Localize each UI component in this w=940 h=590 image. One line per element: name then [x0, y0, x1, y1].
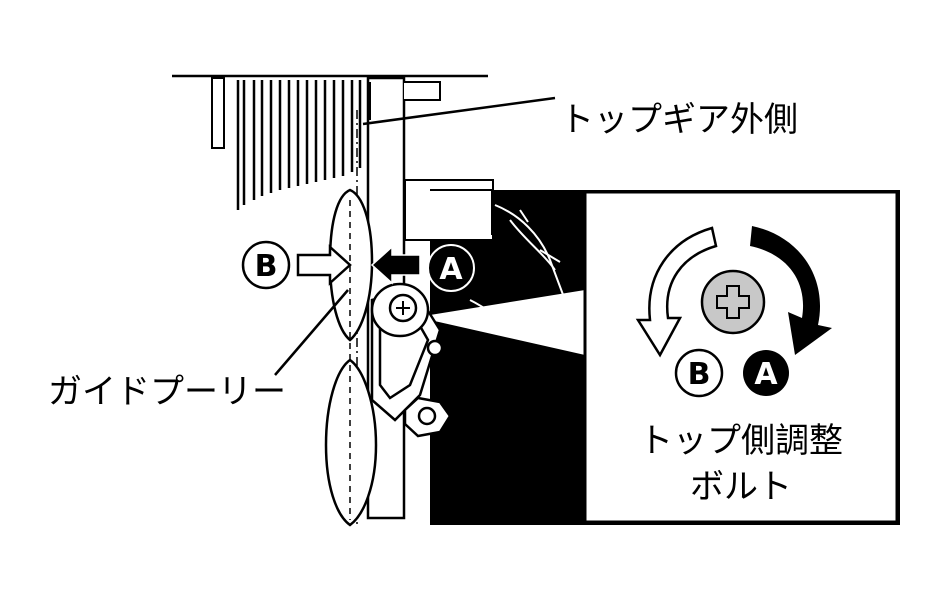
badge-a-left-text: A	[439, 252, 463, 287]
label-top-adjust-bolt-1: トップ側調整	[639, 421, 843, 461]
sprocket-teeth	[236, 80, 362, 210]
phillips-slot	[716, 285, 750, 319]
badge-a-right: A	[743, 350, 789, 396]
leader-lines	[274, 96, 556, 376]
badge-b-left: B	[241, 240, 291, 290]
badge-b-right-text: B	[688, 357, 711, 392]
leader-top-gear	[362, 96, 556, 126]
badge-b-left-text: B	[255, 249, 278, 284]
limit-screw-knob	[403, 396, 452, 438]
badge-b-right: B	[674, 348, 724, 398]
bolt-callout-box	[430, 190, 899, 524]
direction-arrows	[296, 244, 421, 286]
top-adjust-bolt	[370, 282, 430, 338]
label-top-adjust-bolt-2: ボルト	[690, 467, 792, 507]
ccw-arrow-b	[635, 226, 718, 358]
leader-guide-pulley	[274, 289, 349, 376]
arrow-b-outline	[296, 244, 352, 286]
rotation-diagram: B A	[635, 226, 832, 398]
badge-a-right-text: A	[754, 357, 778, 392]
label-guide-pulley: ガイドプーリー	[48, 372, 286, 412]
label-top-gear-outer: トップギア外側	[560, 100, 798, 140]
cw-arrow-a	[750, 226, 832, 355]
badge-a-left: A	[427, 244, 475, 292]
tension-pulley	[324, 358, 378, 527]
arrow-a-solid	[370, 245, 421, 285]
